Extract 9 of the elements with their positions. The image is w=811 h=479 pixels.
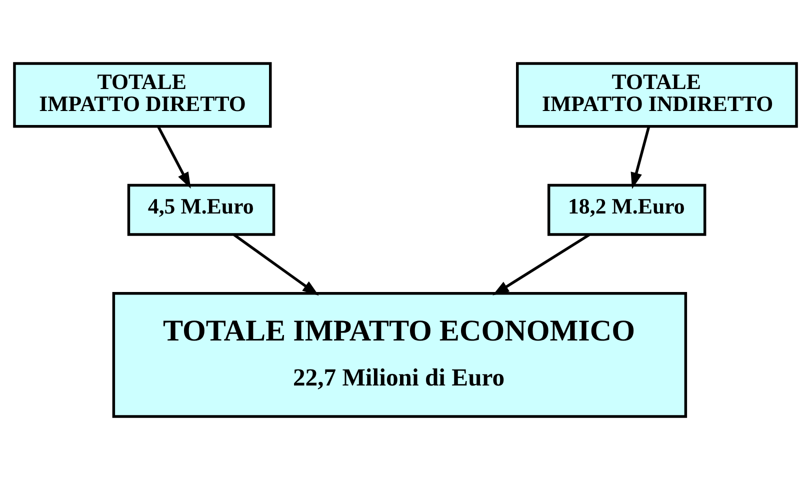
node-box: TOTALE IMPATTO DIRETTO [13,62,272,128]
node-box: TOTALE IMPATTO INDIRETTO [516,62,798,128]
arrow [492,233,590,295]
arrow [157,126,191,188]
node-box: 18,2 M.Euro [547,183,706,236]
node-box: TOTALE IMPATTO ECONOMICO 22,7 Milioni di Euro [112,292,688,418]
arrow [630,126,650,189]
arrow [233,233,319,296]
node-box: 4,5 M.Euro [127,183,276,236]
